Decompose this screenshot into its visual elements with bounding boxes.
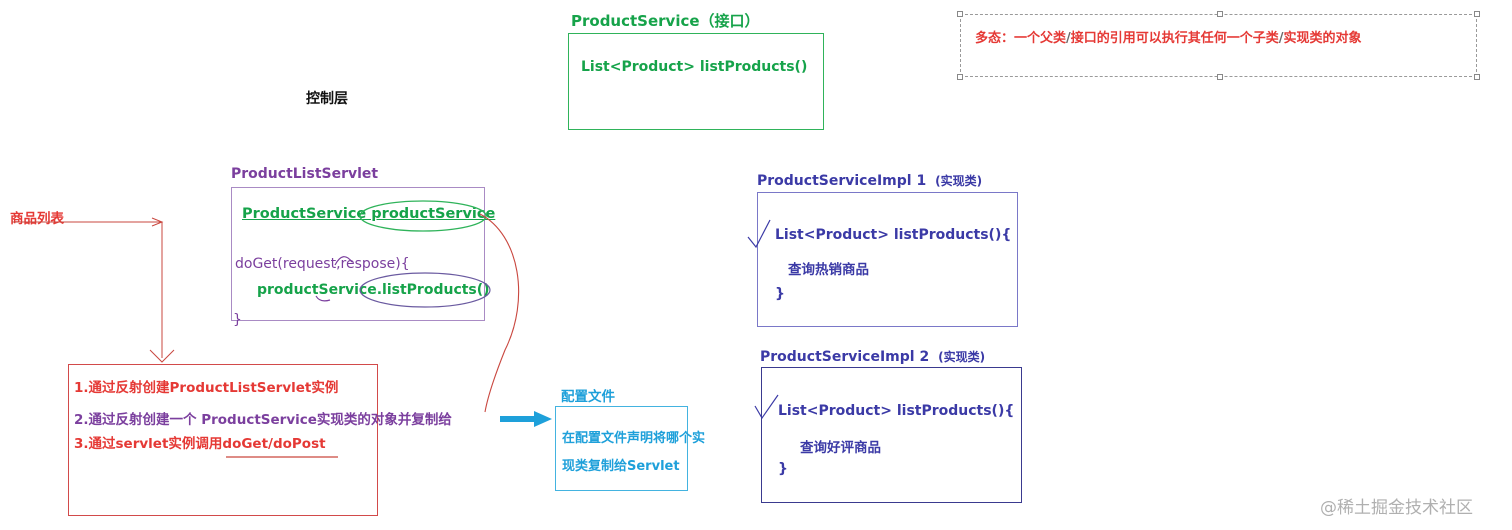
resize-handle-tr xyxy=(1474,11,1480,17)
product-list-tick xyxy=(151,217,164,227)
impl2-title-text: ProductServiceImpl 2 xyxy=(760,349,930,365)
resize-handle-br xyxy=(1474,74,1480,80)
note-seg-1: 多态：一个父类 xyxy=(975,31,1067,46)
impl1-close: } xyxy=(775,286,785,302)
field-to-config-curve xyxy=(479,213,520,413)
note-seg-3: 接口的引用可以执行其任何一个子类 xyxy=(1070,31,1279,46)
impl2-tag: (实现类) xyxy=(938,350,986,364)
servlet-title: ProductListServlet xyxy=(231,166,379,182)
resize-handle-tl xyxy=(957,11,963,17)
step-1: 1.通过反射创建ProductListServlet实例 xyxy=(74,380,339,396)
interface-title: ProductService（接口） xyxy=(571,12,760,30)
impl2-method: List<Product> listProducts(){ xyxy=(778,403,1015,419)
resize-handle-bl xyxy=(957,74,963,80)
config-line-2: 现类复制给Servlet xyxy=(562,459,680,474)
step-2: 2.通过反射创建一个 ProductService实现类的对象并复制给 xyxy=(74,412,452,428)
watermark: @稀土掘金技术社区 xyxy=(1320,498,1473,518)
product-list-arrowhead xyxy=(149,349,175,363)
interface-method: List<Product> listProducts() xyxy=(581,59,808,75)
note-seg-4: / xyxy=(1278,31,1284,46)
impl1-body: 查询热销商品 xyxy=(788,262,869,278)
impl1-title: ProductServiceImpl 1 (实现类) xyxy=(757,172,982,189)
arrow-to-config xyxy=(500,411,552,427)
servlet-field: ProductService productService xyxy=(242,206,496,222)
servlet-close: } xyxy=(233,312,242,328)
polymorphism-note-text: 多态：一个父类/接口的引用可以执行其任何一个子类/实现类的对象 xyxy=(975,27,1362,46)
polymorphism-note: 多态：一个父类/接口的引用可以执行其任何一个子类/实现类的对象 xyxy=(957,11,1480,80)
impl2-box xyxy=(761,367,1022,503)
impl1-title-text: ProductServiceImpl 1 xyxy=(757,173,927,189)
steps-box xyxy=(68,364,378,516)
note-seg-2: / xyxy=(1066,31,1071,46)
impl1-method: List<Product> listProducts(){ xyxy=(775,227,1012,243)
product-list-connector xyxy=(12,221,163,358)
resize-handle-tm xyxy=(1217,11,1223,17)
impl1-box xyxy=(757,192,1018,327)
step-3: 3.通过servlet实例调用doGet/doPost xyxy=(74,436,326,452)
servlet-doget: doGet(request,respose){ xyxy=(235,256,410,272)
interface-box: List<Product> listProducts() xyxy=(568,33,824,130)
product-list-label: 商品列表 xyxy=(10,211,64,227)
servlet-call: productService.listProducts() xyxy=(257,282,490,298)
impl2-title: ProductServiceImpl 2 (实现类) xyxy=(760,348,985,365)
impl2-body: 查询好评商品 xyxy=(800,440,881,456)
resize-handle-bm xyxy=(1217,74,1223,80)
config-line-1: 在配置文件声明将哪个实 xyxy=(562,431,706,446)
layer-title: 控制层 xyxy=(306,91,348,107)
note-seg-5: 实现类的对象 xyxy=(1283,31,1362,46)
impl1-tag: (实现类) xyxy=(935,174,983,188)
config-box xyxy=(555,406,688,491)
config-title: 配置文件 xyxy=(561,389,615,405)
impl2-close: } xyxy=(778,461,788,477)
